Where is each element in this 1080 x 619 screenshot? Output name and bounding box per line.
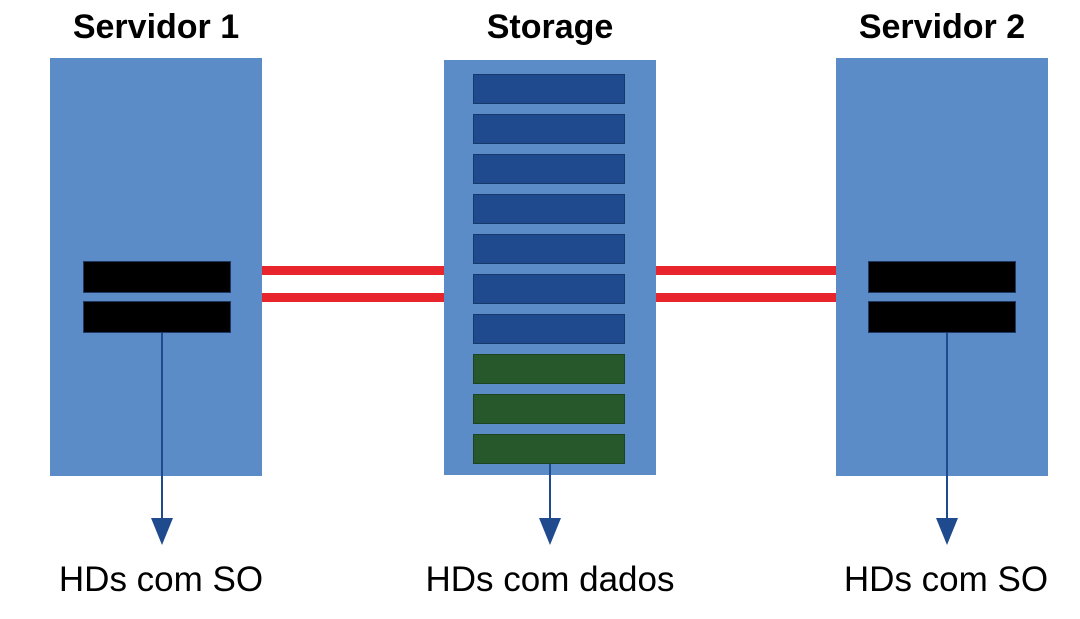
storage-data-drive-7[interactable] [473,314,625,344]
storage-data-drive-10[interactable] [473,434,625,464]
server1-caption: HDs com SO [58,560,264,599]
storage-data-drive-3[interactable] [473,154,625,184]
storage-data-drive-4[interactable] [473,194,625,224]
server2-caption: HDs com SO [843,560,1049,599]
link-server1-storage-lower[interactable] [262,293,444,302]
server1-callout-arrowhead [151,518,173,545]
storage-data-drive-1[interactable] [473,74,625,104]
storage-data-drive-6[interactable] [473,274,625,304]
storage-data-drive-9[interactable] [473,394,625,424]
storage-caption: HDs com dados [425,560,675,599]
server1-os-drive-2[interactable] [83,301,231,333]
storage-data-drive-5[interactable] [473,234,625,264]
link-server1-storage-upper[interactable] [262,266,444,275]
server2-os-drive-1[interactable] [868,261,1016,293]
server1-callout-line [161,333,163,525]
link-storage-server2-upper[interactable] [656,266,836,275]
storage-callout-arrowhead [539,518,561,545]
server1-title: Servidor 1 [72,8,240,46]
server1-os-drive-1[interactable] [83,261,231,293]
server2-callout-arrowhead [936,518,958,545]
link-storage-server2-lower[interactable] [656,293,836,302]
storage-title: Storage [486,8,614,46]
server2-os-drive-2[interactable] [868,301,1016,333]
server2-callout-line [946,333,948,525]
storage-callout-line [549,464,551,525]
server2-title: Servidor 2 [858,8,1026,46]
storage-data-drive-2[interactable] [473,114,625,144]
storage-data-drive-8[interactable] [473,354,625,384]
